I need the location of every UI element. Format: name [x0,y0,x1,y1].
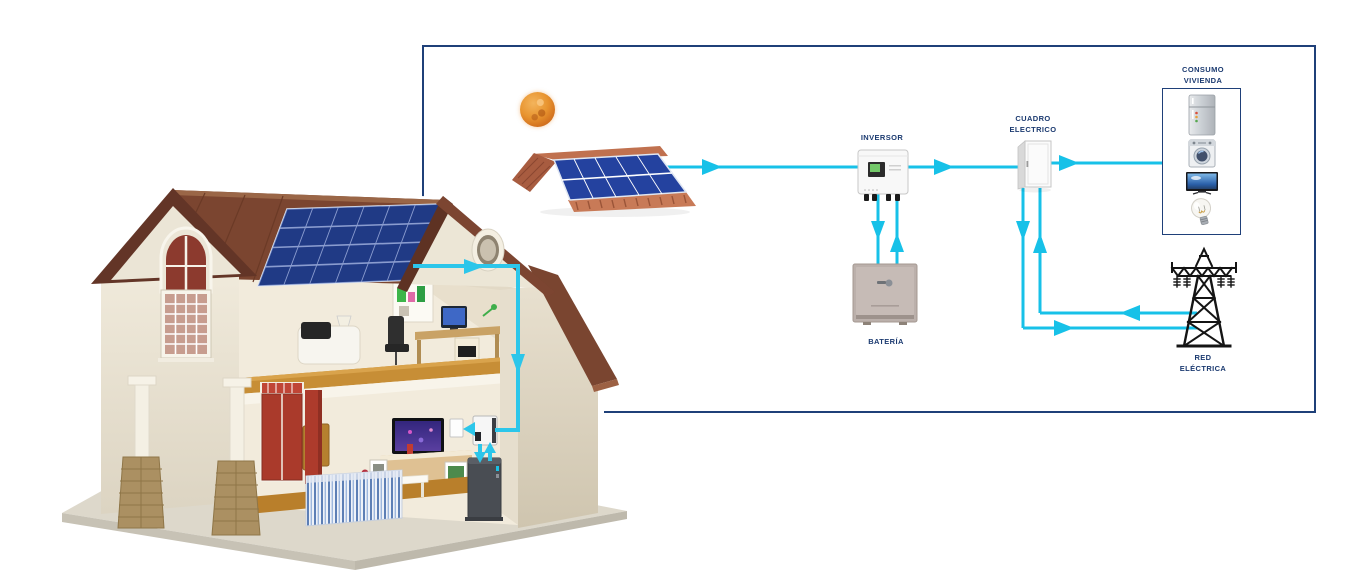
electrical-panel-icon [1017,140,1052,193]
red-column [305,390,322,484]
fridge-icon [1188,94,1215,136]
house-meter [449,418,464,438]
dining-doors [260,382,330,482]
grid-label: RED ELÉCTRICA [1179,353,1227,373]
striped-sofa [305,469,403,527]
light-bulb-icon [1190,198,1211,225]
inverter-icon [857,149,909,201]
porch-columns [117,375,261,536]
sun-icon [520,92,555,127]
inverter-label: INVERSOR [860,133,904,142]
roof-solar-panels [256,203,443,287]
upper-sofa [297,322,361,365]
house-illustration [62,188,627,573]
house-inverter [472,415,498,446]
solar-panel-array-icon [512,146,696,217]
home-consumption-box [1162,88,1241,235]
grid-window [158,289,214,362]
arched-window [159,226,213,294]
home-consumption-label: CONSUMO VIVIENDA [1182,65,1224,85]
tv-icon [1185,171,1218,195]
power-tower-icon [1170,246,1237,348]
house-battery [465,457,503,521]
house-right-wall [518,286,598,528]
electrical-panel-label: CUADRO ELECTRICO [1009,114,1057,134]
office-chair [385,316,409,369]
house-annex-roof [528,265,619,392]
washing-machine-icon [1188,139,1215,168]
battery-label: BATERÍA [868,337,904,346]
living-room-tv [392,418,444,454]
battery-icon [852,263,918,325]
